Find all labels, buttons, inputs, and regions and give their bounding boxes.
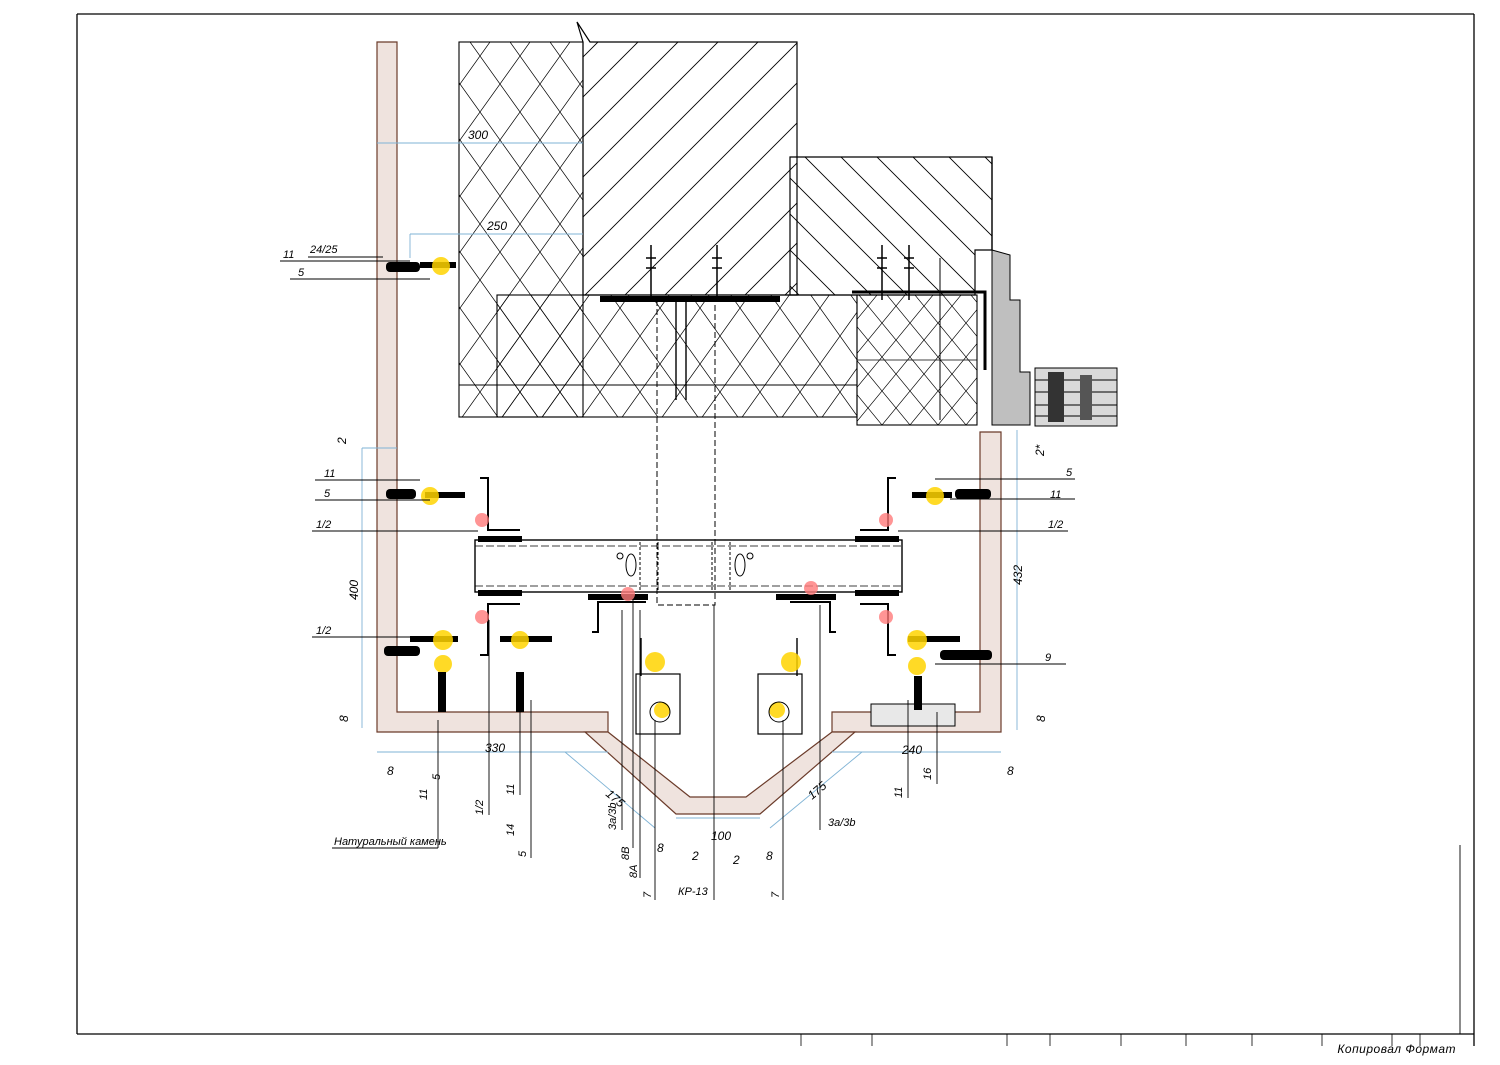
stone-cladding [376, 41, 1002, 815]
dim-330: 330 [485, 741, 505, 755]
dim-8-center-left: 8 [657, 841, 664, 855]
callout-7-right: 7 [770, 891, 782, 898]
dim-8-bottom-left: 8 [387, 764, 394, 778]
vertical-bracket [600, 296, 780, 606]
footer-copied-format: Копировал Формат [1337, 1042, 1456, 1056]
dim-8-left: 8 [337, 715, 351, 722]
callout-8v: 8В [620, 847, 632, 860]
callout-11-top: 11 [283, 249, 294, 261]
callout-11-bottom-1: 11 [418, 789, 430, 800]
dim-400: 400 [347, 580, 361, 600]
insulation [458, 41, 978, 426]
leader-lines [280, 256, 1075, 900]
callout-7-left: 7 [642, 891, 654, 898]
callout-5-bottom-1: 5 [431, 773, 443, 780]
callout-11-right: 11 [1050, 489, 1061, 501]
anchor-bolts [646, 245, 941, 420]
fasteners [384, 257, 992, 723]
callout-1-2-left-lower: 1/2 [316, 625, 331, 637]
callout-11-bottom-2: 11 [505, 784, 517, 795]
callout-kp-13: КР-13 [678, 886, 709, 898]
callout-8a: 8А [628, 865, 640, 878]
dim-2-star: 2* [1033, 444, 1047, 457]
callout-1-2-bottom: 1/2 [474, 800, 486, 815]
callout-24-25: 24/25 [309, 244, 338, 256]
callout-5-left: 5 [324, 488, 331, 500]
callout-14-bottom: 14 [505, 824, 517, 836]
callout-1-2-left-upper: 1/2 [316, 519, 331, 531]
callout-natural-stone: Натуральный камень [334, 836, 447, 848]
callout-16-bottom-right: 16 [922, 767, 934, 780]
dim-240: 240 [901, 743, 922, 757]
concrete-wall [576, 21, 993, 296]
sheet-frame [76, 13, 1475, 1046]
dim-2-center-left: 2 [691, 849, 699, 863]
horizontal-beam [474, 536, 903, 600]
callout-1-2-right: 1/2 [1048, 519, 1063, 531]
callout-9-right: 9 [1045, 652, 1051, 664]
dim-100: 100 [711, 829, 731, 843]
window-frame [852, 249, 1118, 427]
dim-8-bottom-right: 8 [1007, 764, 1014, 778]
dim-432: 432 [1011, 565, 1025, 585]
callout-11-left: 11 [324, 468, 335, 480]
callout-11-bottom-right: 11 [893, 787, 905, 798]
callout-5-bottom-2: 5 [517, 850, 529, 857]
callout-5-right: 5 [1066, 467, 1073, 479]
dimension-lines [361, 142, 1018, 829]
dim-8-right: 8 [1034, 715, 1048, 722]
callout-5-top: 5 [298, 267, 305, 279]
dim-2-center-right: 2 [732, 853, 740, 867]
dim-250: 250 [486, 219, 507, 233]
callout-3a-3b-left: 3a/3b [607, 802, 619, 830]
dim-300: 300 [468, 128, 488, 142]
callout-labels: 11 24/25 5 11 5 1/2 1/2 5 11 1/2 9 5 11 … [283, 244, 1073, 898]
dim-8-center-right: 8 [766, 849, 773, 863]
callout-3a-3b-right: 3a/3b [828, 817, 856, 829]
dim-2-left: 2 [335, 437, 349, 445]
